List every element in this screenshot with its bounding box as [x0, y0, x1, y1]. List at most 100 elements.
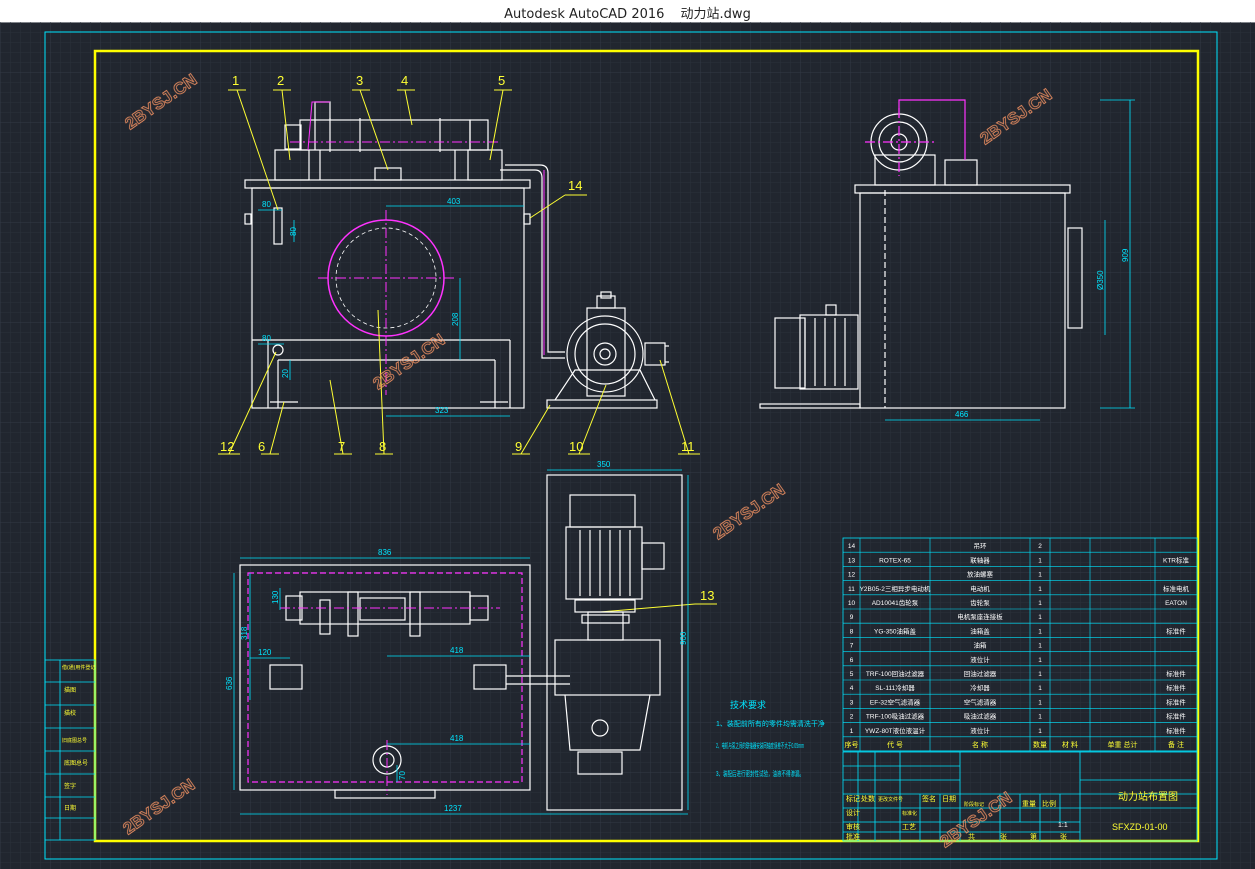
front-dimensions: 403 80 80 208 80 20 323: [258, 197, 524, 417]
bom-cell-no: 14: [848, 543, 856, 550]
bom-header-cell: 名 称: [972, 740, 988, 749]
bom-cell-name: 齿轮泵: [970, 598, 990, 607]
tb-label-sign: 签名: [922, 794, 936, 803]
bom-cell-code: AD10041齿轮泵: [872, 598, 919, 607]
bom-cell-code: YWZ-80T液位液温计: [865, 726, 926, 735]
bom-cell-qty: 1: [1038, 643, 1042, 650]
tb-label-weight: 重量: [1022, 800, 1036, 808]
dim-909: 909: [1121, 248, 1130, 262]
tech-line-3: 3、装配后进行密封性试验，油液不得渗漏。: [716, 769, 804, 778]
dim-d350: Ø350: [1096, 270, 1105, 290]
bom-cell-no: 5: [850, 671, 854, 678]
balloon-6[interactable]: 6: [258, 439, 265, 454]
dim-80-a: 80: [262, 200, 271, 209]
balloon-14[interactable]: 14: [568, 178, 582, 193]
dim-70: 70: [398, 771, 407, 780]
tb-label-total: 共: [968, 832, 975, 841]
bom-cell-qty: 1: [1038, 614, 1042, 621]
bom-cell-qty: 1: [1038, 671, 1042, 678]
drawing-canvas[interactable]: 403 80 80 208 80 20 323 1 2 3 4 5 6 7 8 …: [0, 22, 1255, 869]
pump-plan-view[interactable]: [546, 474, 683, 811]
bom-cell-name: 放油螺塞: [967, 570, 994, 579]
dim-80-b: 80: [289, 227, 298, 236]
balloon-5[interactable]: 5: [498, 73, 505, 88]
stamp-label-5: 签字: [64, 782, 76, 790]
balloon-1[interactable]: 1: [232, 73, 239, 88]
bom-cell-no: 8: [850, 628, 854, 635]
balloon-13[interactable]: 13: [700, 588, 714, 603]
side-view[interactable]: [759, 113, 1083, 409]
pump-assembly-front[interactable]: [546, 291, 669, 409]
bom-cell-note: 标准件: [1166, 669, 1186, 678]
bom-cell-no: 3: [850, 699, 854, 706]
tb-label-standard: 标准化: [902, 810, 917, 817]
bom-cell-code: EF-32空气滤清器: [870, 697, 921, 706]
left-stamp: [44, 659, 96, 841]
bom-cell-code: SL-111冷却器: [875, 683, 915, 692]
part-balloons: 1 2 3 4 5 6 7 8 9 10 11 12 13 14: [218, 73, 717, 613]
bom-cell-qty: 1: [1038, 600, 1042, 607]
grid-major: [0, 22, 1255, 869]
bom-cell-name: 冷却器: [970, 683, 990, 692]
side-dimensions: 909 Ø350 466: [885, 99, 1135, 421]
bom-cell-no: 7: [850, 643, 854, 650]
tb-label-sheets: 张: [1000, 832, 1007, 841]
bom-cell-no: 10: [848, 600, 856, 607]
balloon-2[interactable]: 2: [277, 73, 284, 88]
window-title: Autodesk AutoCAD 2016 动力站.dwg: [0, 3, 1255, 22]
tb-label-stage: 阶段标记: [964, 801, 984, 808]
bom-cell-note: 标准件: [1166, 683, 1186, 692]
drawing-name: 动力站布置图: [1118, 790, 1178, 803]
bom-cell-note: 标准件: [1166, 626, 1186, 635]
drawing-scale: 1:1: [1058, 822, 1068, 829]
balloon-11[interactable]: 11: [681, 439, 695, 454]
bom-cell-qty: 1: [1038, 714, 1042, 721]
bom-cell-code: TRF-100吸油过滤器: [866, 712, 925, 721]
bom-cell-qty: 1: [1038, 685, 1042, 692]
bom-cell-name: 油箱: [974, 641, 988, 650]
bom-cell-no: 6: [850, 657, 854, 664]
tb-label-date: 日期: [942, 795, 956, 803]
balloon-9[interactable]: 9: [515, 439, 522, 454]
bom-cell-no: 13: [848, 557, 856, 564]
bom-header-cell: 材 料: [1062, 740, 1078, 749]
bom-cell-note: 标准件: [1166, 712, 1186, 721]
drawing-number: SFXZD-01-00: [1112, 822, 1168, 832]
bom-cell-no: 9: [850, 614, 854, 621]
bom-cell-no: 11: [848, 586, 855, 593]
balloon-4[interactable]: 4: [401, 73, 408, 88]
bom-header-cell: 单重 总计: [1108, 740, 1138, 749]
app-title: Autodesk AutoCAD 2016: [504, 7, 665, 22]
bom-cell-qty: 1: [1038, 557, 1042, 564]
tb-label-scale: 比例: [1042, 799, 1056, 808]
dim-836: 836: [378, 548, 392, 557]
plan-dimensions: 836 130 318 636 120 418 418 70 1237: [225, 548, 688, 815]
title-block[interactable]: [842, 751, 1198, 842]
balloon-12[interactable]: 12: [220, 439, 234, 454]
bom-cell-name: 吸油过滤器: [964, 712, 997, 721]
balloon-8[interactable]: 8: [379, 439, 386, 454]
bom-cell-name: 空气滤清器: [964, 697, 997, 706]
bom-cell-name: 电机泵座连接板: [957, 612, 1003, 621]
dim-120: 120: [258, 648, 272, 657]
outer-frame: [44, 31, 1218, 860]
balloon-3[interactable]: 3: [356, 73, 363, 88]
balloon-7[interactable]: 7: [338, 439, 345, 454]
bom-cell-no: 1: [850, 728, 854, 735]
tech-line-1: 1、装配前所有的零件均需清洗干净: [716, 719, 825, 728]
balloon-10[interactable]: 10: [569, 439, 583, 454]
tb-label-review: 审核: [846, 822, 860, 831]
side-view-pipe: [865, 99, 966, 176]
bom-cell-note: 标准件: [1166, 726, 1186, 735]
bom-cell-name: 电动机: [970, 584, 990, 593]
tech-title: 技术要求: [730, 699, 766, 710]
bom-cell-code: ROTEX-65: [879, 557, 911, 564]
bom-cell-qty: 1: [1038, 657, 1042, 664]
file-name: 动力站.dwg: [680, 7, 751, 22]
bom-cell-name: 吊环: [974, 542, 988, 550]
window-titlebar: Autodesk AutoCAD 2016 动力站.dwg: [0, 0, 1255, 23]
stamp-label-0: 借(通)用件登记: [62, 664, 95, 671]
bom-header-cell: 数量: [1033, 740, 1047, 749]
stamp-label-1: 描图: [64, 686, 76, 694]
